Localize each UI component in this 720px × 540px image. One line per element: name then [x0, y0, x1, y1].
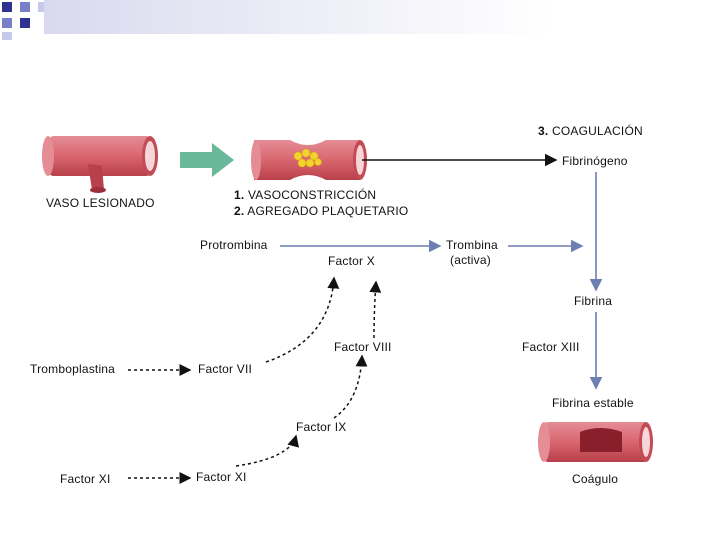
- coagulo-label: Coágulo: [572, 472, 619, 486]
- step1-number: 1.: [234, 188, 245, 202]
- step3-label: 3. COAGULACIÓN: [538, 124, 643, 138]
- protrombina-label: Protrombina: [200, 238, 268, 252]
- step3-text: COAGULACIÓN: [551, 124, 643, 138]
- step2-text: AGREGADO PLAQUETARIO: [247, 204, 409, 218]
- fibrina-estable-label: Fibrina estable: [552, 396, 634, 410]
- step2-label: 2. AGREGADO PLAQUETARIO: [234, 204, 408, 218]
- trombina-activa-label: (activa): [450, 253, 491, 267]
- arrow-factorviii-factorx: [369, 280, 382, 339]
- factor-ix-label: Factor IX: [296, 420, 347, 434]
- factor-vii-label: Factor VII: [198, 362, 253, 376]
- factor-xiii-label: Factor XIII: [522, 340, 580, 354]
- arrow-factorvii-factorx: [265, 276, 340, 363]
- arrow-factorxi-factorix: [235, 434, 300, 467]
- trombina-label: Trombina: [446, 238, 498, 252]
- arrow-factorix-factorviii: [333, 354, 368, 419]
- clot-vessel-illustration: [538, 422, 653, 462]
- injured-vessel-illustration: [42, 136, 158, 193]
- vaso-lesionado-label: VASO LESIONADO: [46, 196, 155, 210]
- step1-text: VASOCONSTRICCIÓN: [247, 188, 377, 202]
- fibrina-label: Fibrina: [574, 294, 613, 308]
- corner-decoration: [0, 0, 60, 44]
- green-arrow-icon: [180, 143, 234, 177]
- clot-icon: [580, 428, 622, 452]
- constricted-vessel-illustration: [251, 140, 367, 180]
- tromboplastina-label: Tromboplastina: [30, 362, 116, 376]
- factor-x-label: Factor X: [328, 254, 375, 268]
- step1-label: 1. VASOCONSTRICCIÓN: [234, 188, 376, 202]
- step3-number: 3.: [538, 124, 549, 138]
- platelet-cluster-icon: [293, 148, 322, 168]
- factor-xi-left-label: Factor XI: [60, 472, 111, 486]
- factor-viii-label: Factor VIII: [334, 340, 392, 354]
- step2-number: 2.: [234, 204, 245, 218]
- factor-xi-right-label: Factor XI: [196, 470, 247, 484]
- fibrinogeno-label: Fibrinógeno: [562, 154, 628, 168]
- title-bar-gradient: [44, 0, 720, 34]
